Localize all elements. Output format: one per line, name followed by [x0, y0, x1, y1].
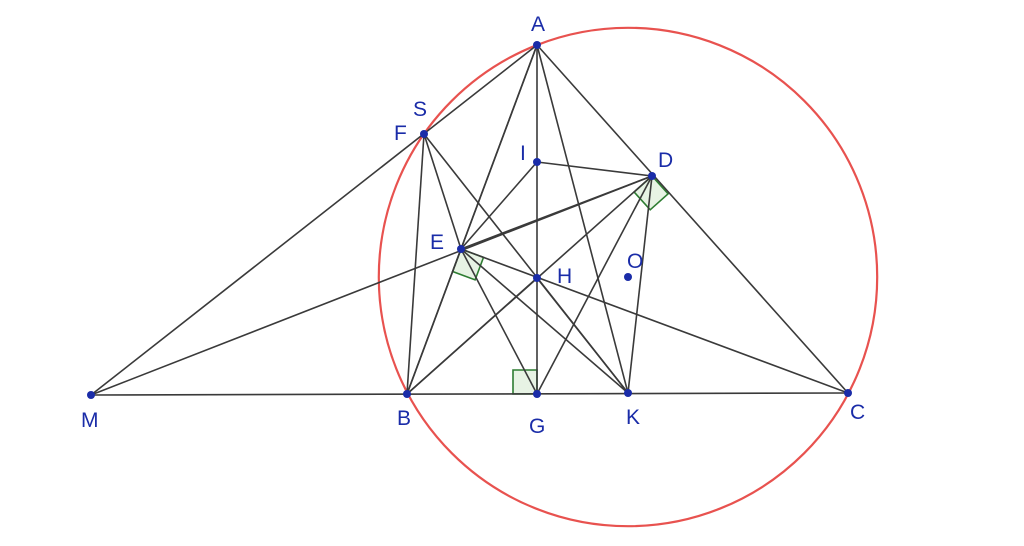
points-layer: [87, 41, 852, 399]
point-e: [457, 245, 465, 253]
right-angle-mark-g: [512, 369, 538, 395]
segment-dk: [627, 175, 653, 394]
label-e: E: [430, 231, 444, 254]
segment-ec: [460, 248, 849, 394]
label-m: M: [81, 409, 99, 432]
segment-ie: [460, 161, 538, 250]
segment-ek: [460, 248, 629, 394]
segment-de: [460, 175, 653, 250]
point-f: [420, 130, 428, 138]
segment-eb: [406, 248, 462, 395]
segment-mc: [90, 392, 849, 396]
label-o: O: [627, 250, 643, 273]
segment-dg: [536, 175, 653, 395]
point-d: [648, 172, 656, 180]
label-f: F: [394, 122, 407, 145]
point-c: [844, 389, 852, 397]
point-o: [624, 273, 632, 281]
point-a: [533, 41, 541, 49]
segment-ak: [536, 44, 629, 394]
label-b: B: [397, 407, 411, 430]
point-b: [403, 390, 411, 398]
segments-layer: [90, 44, 849, 396]
segment-hk: [536, 277, 629, 394]
point-h: [533, 274, 541, 282]
label-c: C: [850, 401, 865, 424]
point-m: [87, 391, 95, 399]
segment-ma: [90, 44, 538, 396]
label-s: S: [413, 98, 427, 121]
point-i: [533, 158, 541, 166]
circumcircle-layer: [377, 26, 879, 528]
point-k: [624, 389, 632, 397]
segment-ae: [460, 44, 538, 250]
label-g: G: [529, 415, 545, 438]
right-angle-marks-layer: [451, 174, 670, 395]
segment-fe: [423, 133, 462, 250]
label-a: A: [531, 13, 545, 36]
segment-hb: [406, 277, 538, 395]
point-g: [533, 390, 541, 398]
segment-ac: [536, 44, 849, 394]
segment-eg: [460, 248, 538, 395]
label-d: D: [658, 149, 673, 172]
circumcircle: [377, 26, 879, 528]
segment-id: [536, 161, 653, 177]
segment-fb: [406, 133, 425, 395]
label-k: K: [626, 406, 640, 429]
label-i: I: [520, 142, 526, 165]
label-h: H: [557, 265, 572, 288]
labels-layer: A B C M G K FS I D E H O: [81, 13, 865, 438]
